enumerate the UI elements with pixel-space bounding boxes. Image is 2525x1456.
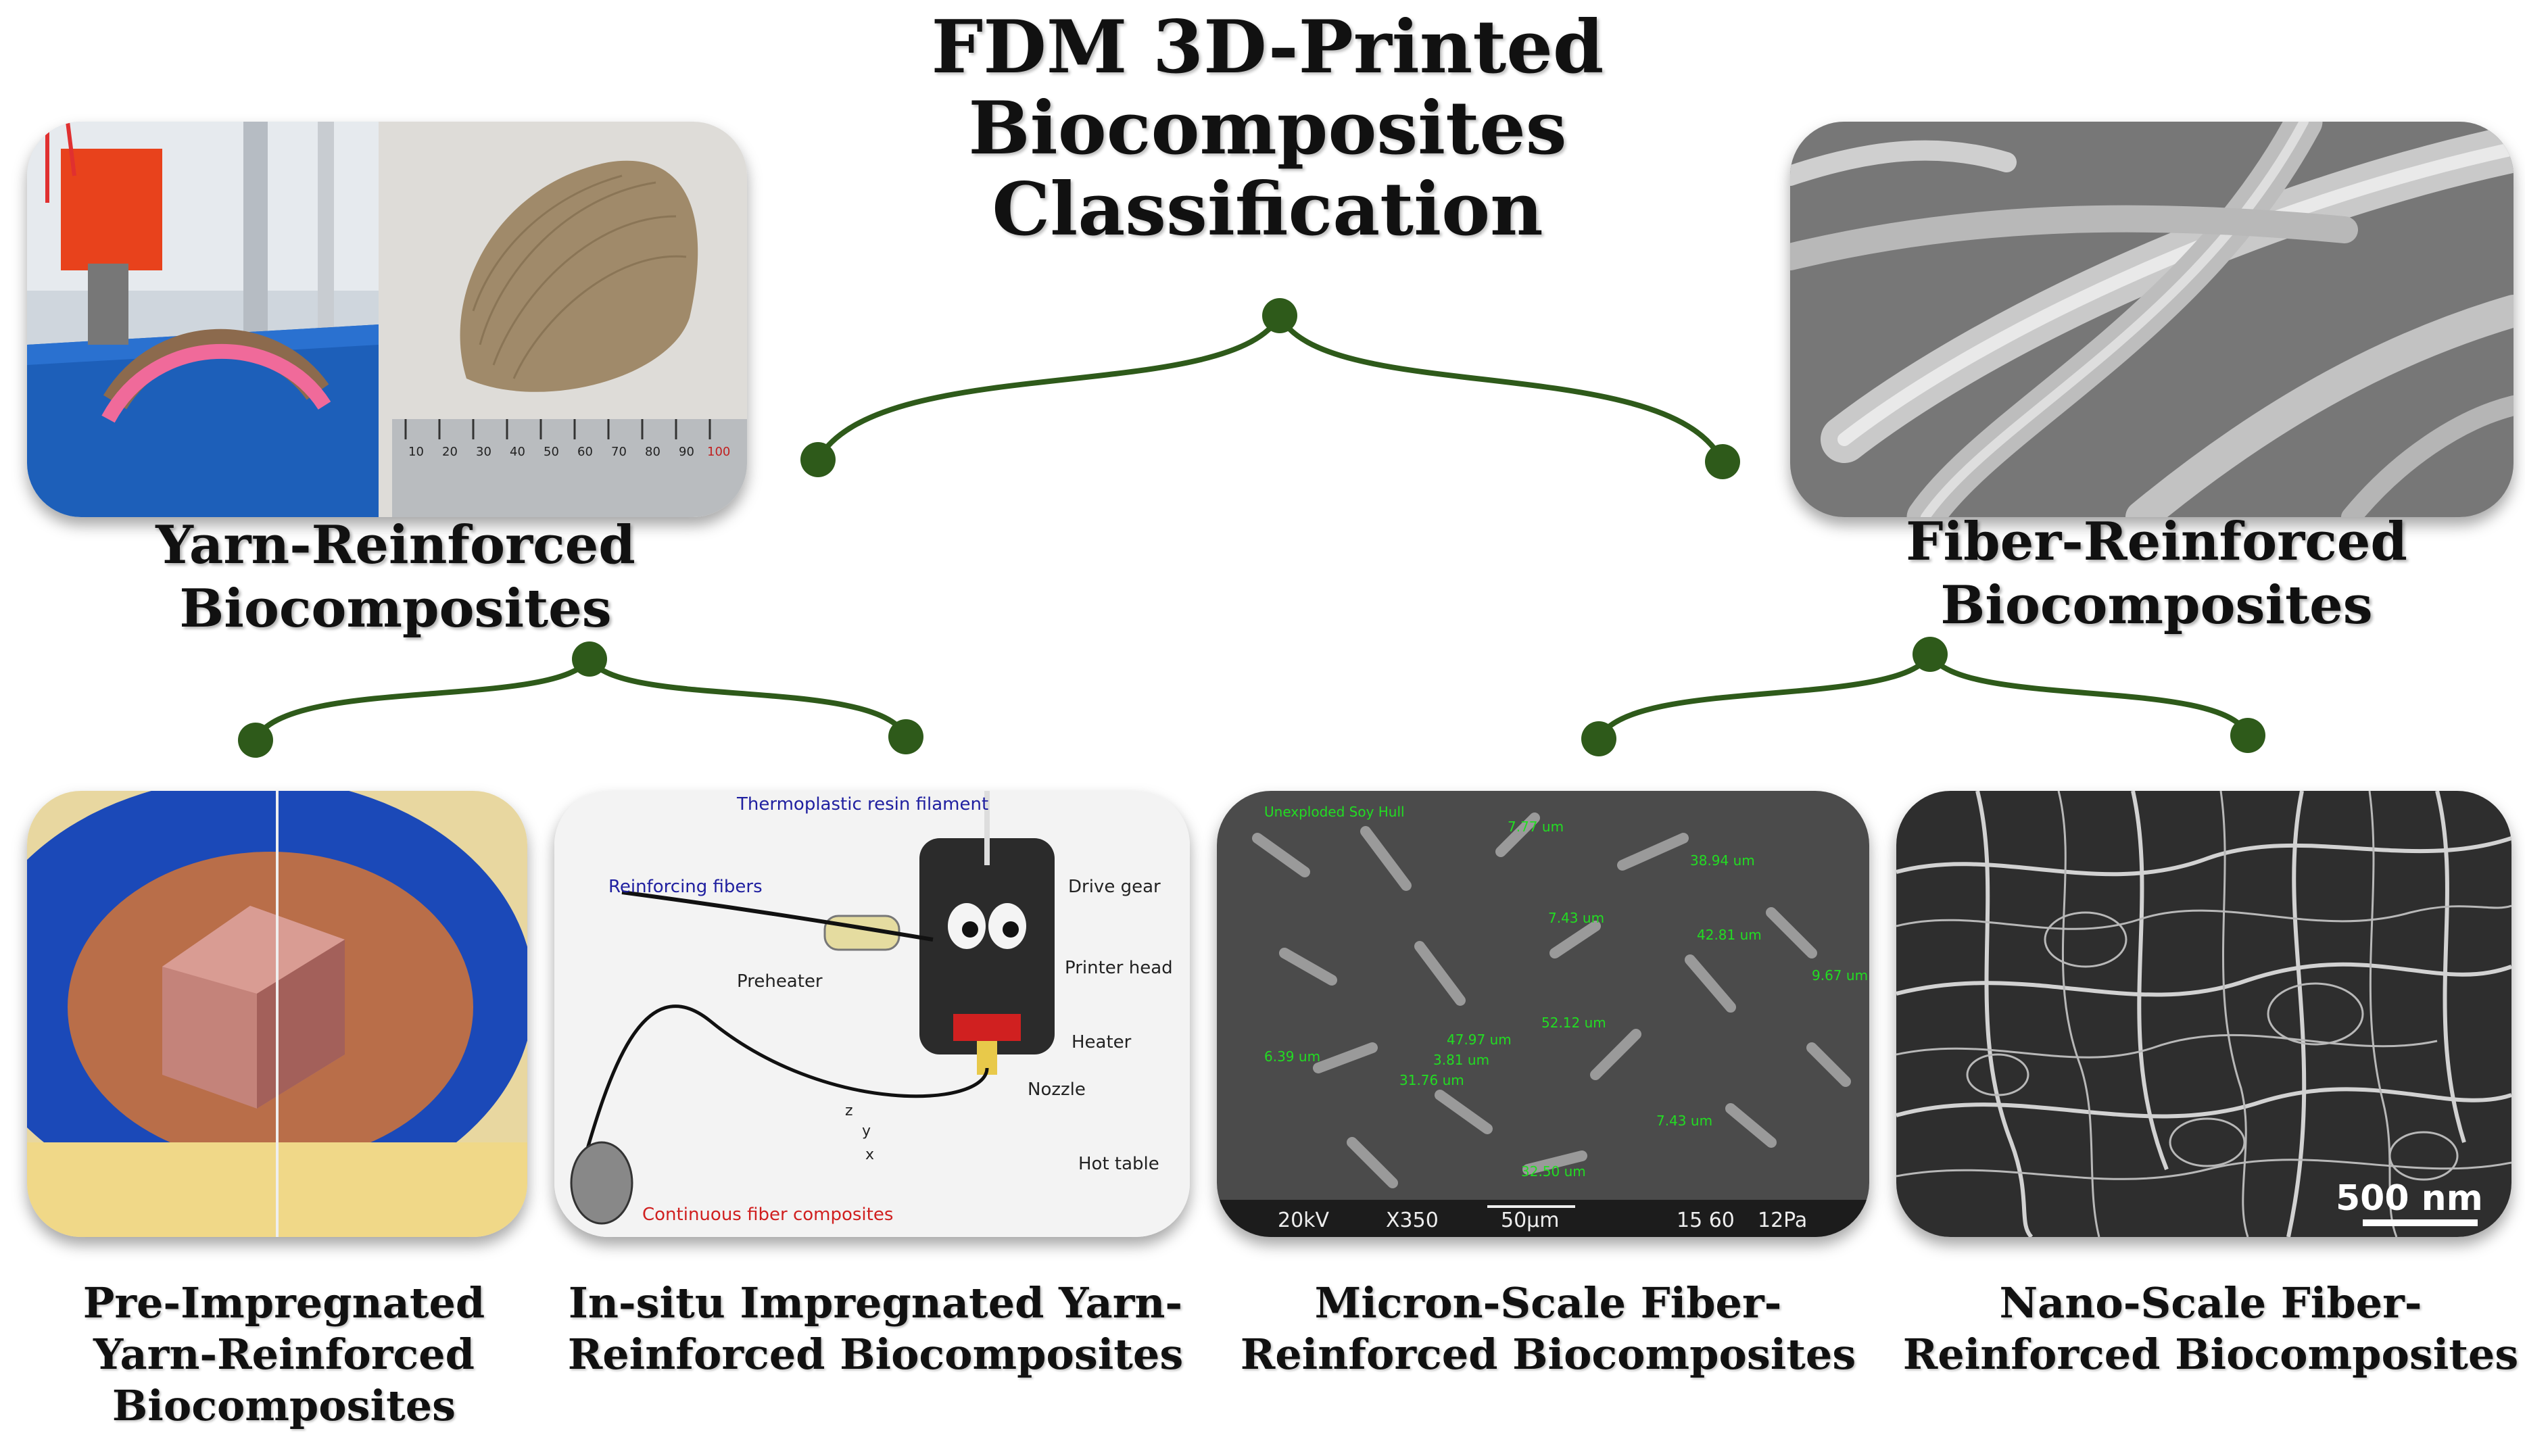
connector-fiber-to-nano [1927,652,2251,738]
in-situ-caption-line-2: Reinforced Biocomposites [567,1330,1184,1379]
label-drive-gear: Drive gear [1068,877,1161,897]
measurement: 38.94 um [1690,852,1755,869]
pre-caption-line-1: Pre-Impregnated [82,1278,485,1328]
nano-scale-label: 500 nm [2336,1178,2483,1219]
in-situ-schematic: Thermoplastic resin filament Reinforcing… [554,791,1190,1237]
ruler-label: 100 [707,445,730,459]
yarn-heading-line-2: Biocomposites [179,578,612,639]
sem-header: Unexploded Soy Hull [1264,804,1405,820]
yarn-photo: 10 20 30 40 50 60 70 80 90 100 [27,122,747,517]
ruler-label: 40 [510,445,525,459]
label-nozzle: Nozzle [1028,1079,1086,1100]
ruler-label: 30 [476,445,491,459]
connector-root-to-fiber [1277,313,1725,464]
yarn-heading: Yarn-Reinforced Biocomposites [54,514,737,641]
node-fiber [1913,637,1948,672]
measurement: 7.43 um [1656,1113,1712,1129]
ruler-label: 80 [645,445,660,459]
diagram-title: FDM 3D-Printed Biocomposites Classificat… [798,7,1737,250]
label-axis-z: z [845,1102,853,1119]
ruler-label: 10 [408,445,424,459]
nano-sem-image: 500 nm [1896,791,2511,1237]
measurement: 3.81 um [1433,1052,1489,1068]
label-hot-table: Hot table [1078,1154,1159,1174]
node-insitu [888,719,923,754]
node-pre [238,723,273,758]
measurement: 7.43 um [1548,910,1604,926]
measurement: 31.76 um [1399,1072,1464,1088]
ruler-label: 20 [442,445,458,459]
pre-caption-line-2: Yarn-Reinforced [93,1330,475,1379]
fiber-heading: Fiber-Reinforced Biocomposites [1798,510,2515,637]
micron-caption: Micron-Scale Fiber- Reinforced Biocompos… [1237,1278,1859,1380]
measurement: 6.39 um [1264,1048,1320,1065]
label-reinforcing: Reinforcing fibers [608,877,763,897]
title-line-2: Biocomposites [968,86,1567,171]
node-micron [1581,721,1616,756]
connector-yarn-to-insitu [587,656,909,739]
pre-impregnated-caption: Pre-Impregnated Yarn-Reinforced Biocompo… [41,1278,527,1432]
sem-footer-mag: X350 [1386,1209,1439,1232]
measurement: 9.67 um [1812,967,1868,984]
node-nano [2230,718,2265,753]
measurement: 32.50 um [1521,1163,1586,1180]
in-situ-caption: In-situ Impregnated Yarn- Reinforced Bio… [561,1278,1190,1380]
title-line-1: FDM 3D-Printed [931,5,1604,90]
label-preheater: Preheater [737,971,823,992]
node-root [1262,298,1297,333]
connector-fiber-to-micron [1596,652,1933,742]
ruler-label: 70 [611,445,627,459]
fiber-sem-image [1790,122,2514,517]
label-heater: Heater [1072,1032,1132,1052]
in-situ-caption-line-1: In-situ Impregnated Yarn- [568,1278,1183,1328]
title-line-3: Classification [992,167,1543,252]
sem-footer-kv: 20kV [1278,1209,1330,1232]
nano-caption-line-1: Nano-Scale Fiber- [1999,1278,2422,1328]
yarn-heading-line-1: Yarn-Reinforced [155,514,635,576]
node-right [1705,444,1740,479]
connector-root-to-yarn [815,313,1282,462]
sem-footer-code: 15 60 [1677,1209,1735,1232]
connector-yarn-to-pre [253,656,592,743]
ruler-label: 50 [544,445,559,459]
measurement: 52.12 um [1541,1015,1606,1031]
label-axis-y: y [862,1123,871,1140]
sem-footer-pressure: 12Pa [1758,1209,1807,1232]
measurement: 7.77 um [1508,819,1564,835]
micron-caption-line-2: Reinforced Biocomposites [1240,1330,1856,1379]
ruler-label: 60 [577,445,593,459]
pre-impregnated-photo [27,791,527,1237]
measurement: 42.81 um [1697,927,1762,943]
nano-caption-line-2: Reinforced Biocomposites [1902,1330,2519,1379]
micron-sem-image: Unexploded Soy Hull 7.77 um 38.94 um 7.4… [1217,791,1869,1237]
label-continuous: Continuous fiber composites [642,1205,893,1225]
label-axis-x: x [865,1146,874,1163]
node-left [800,442,836,477]
label-filament: Thermoplastic resin filament [736,794,988,815]
label-printer-head: Printer head [1065,958,1173,978]
fiber-heading-line-1: Fiber-Reinforced [1906,511,2407,573]
sem-footer-scale: 50µm [1501,1209,1559,1232]
fiber-heading-line-2: Biocomposites [1940,575,2373,636]
node-yarn [572,641,607,677]
micron-caption-line-1: Micron-Scale Fiber- [1314,1278,1782,1328]
measurement: 47.97 um [1447,1032,1512,1048]
nano-caption: Nano-Scale Fiber- Reinforced Biocomposit… [1900,1278,2522,1380]
pre-caption-line-3: Biocomposites [112,1381,456,1430]
ruler-label: 90 [679,445,694,459]
